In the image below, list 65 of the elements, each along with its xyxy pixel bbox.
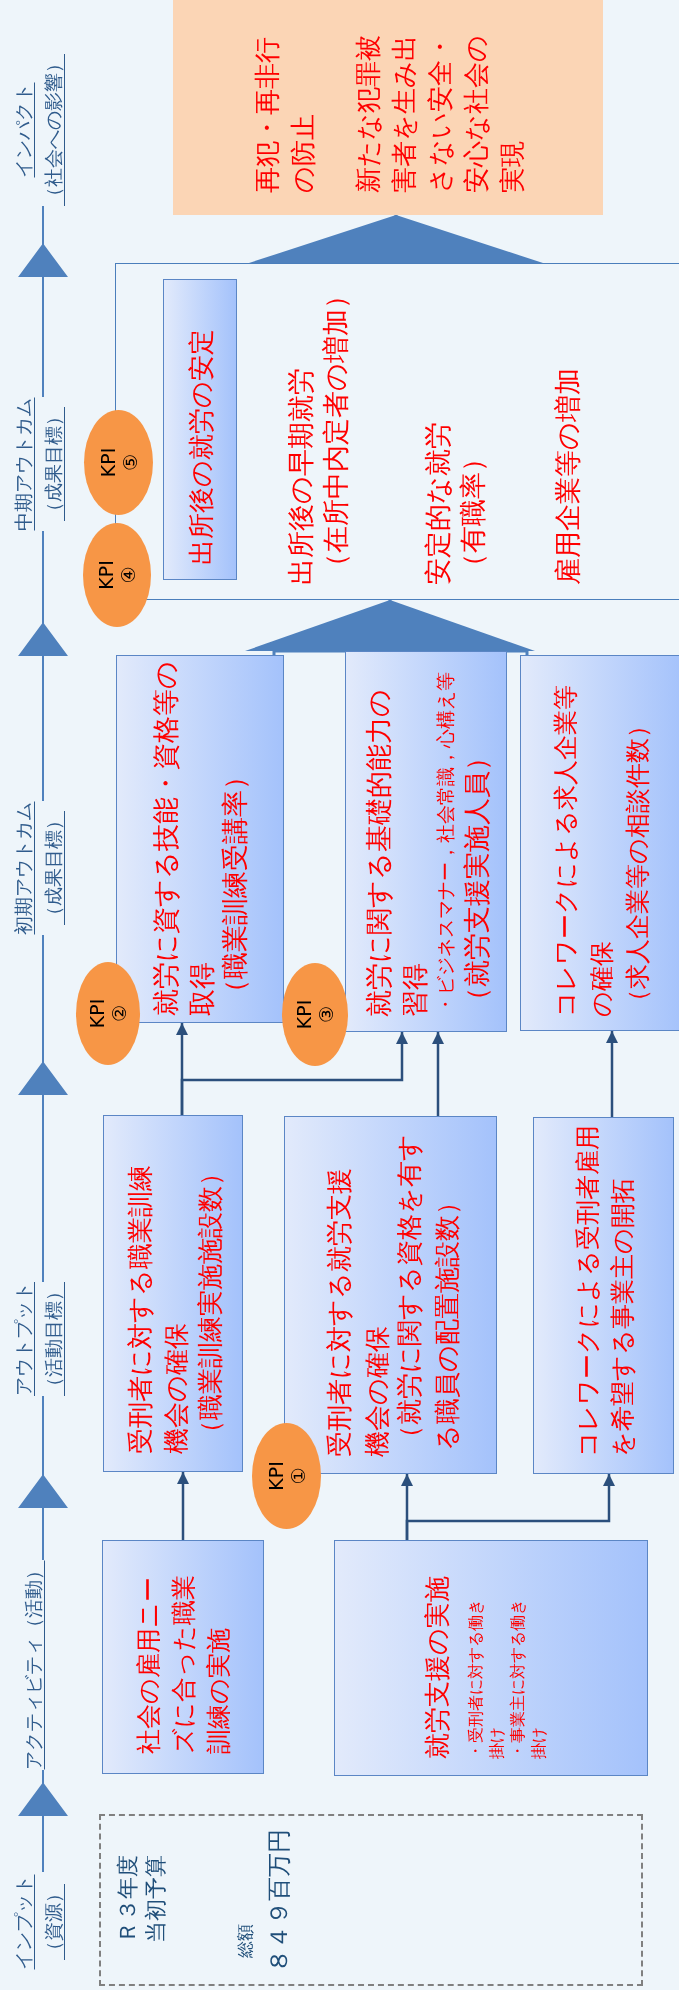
stage-label: アウトプット	[11, 1282, 35, 1396]
node-text: （職業訓練受講率）	[218, 763, 251, 1006]
arrow	[432, 1032, 444, 1116]
kpi-label: KPI ①	[264, 1460, 309, 1493]
node-text: 総額	[234, 1924, 256, 1958]
kpi-label: KPI ③	[293, 998, 337, 1032]
node-text: ・ビジネスマナー，社会常識，心構え等	[433, 672, 457, 1014]
stage-label: アクティビティ（活動）	[21, 1560, 45, 1770]
process-box	[533, 1117, 674, 1474]
node-text: 安定的な就労	[421, 422, 454, 585]
node-text: 出所後の早期就労	[284, 368, 317, 585]
process-box	[102, 1540, 264, 1774]
stage-label: インプット	[11, 1874, 35, 1970]
process-box	[334, 1540, 648, 1776]
flow-arrow	[19, 934, 67, 1283]
flow-arrow	[19, 530, 67, 802]
kpi-label: KPI ⑤	[96, 446, 141, 480]
flow-arrow	[249, 213, 543, 265]
arrow	[177, 1472, 189, 1540]
node-text: （就労に関する資格を有する職員の配置施設数）	[393, 1133, 463, 1451]
node-text: ・受刑者に対する働き掛け	[465, 1598, 507, 1759]
node-text: 新たな犯罪被害者を生み出さない安全・安心な社会の実現	[352, 33, 528, 193]
node-text: 就労に関する基礎的能力の習得	[362, 688, 431, 1017]
node-text: 就労に資する技能・資格等の取得	[149, 660, 218, 1016]
node-text: （職業訓練実施施設数）	[194, 1160, 226, 1446]
node-text: （在所中内定者の増加）	[319, 282, 352, 580]
impact-box	[173, 0, 603, 215]
node-text: コレワークによる求人企業等の確保	[550, 684, 617, 1017]
node-text: 雇用企業等の増加	[551, 368, 584, 585]
node-text: 就労支援の実施	[421, 1576, 453, 1759]
stage-label: （資源）	[41, 1884, 65, 1960]
node-text: コレワークによる受刑者雇用を希望する事業主の開拓	[572, 1124, 638, 1457]
arrow	[606, 1031, 618, 1117]
node-text: 出所後の就労の安定	[185, 329, 217, 565]
stage-label: （成果目標）	[41, 407, 65, 521]
stage-label: （社会への影響）	[41, 54, 65, 206]
flow-arrow	[19, 1769, 67, 1873]
kpi-label: KPI ②	[86, 997, 130, 1031]
stage-label: （成果目標）	[41, 811, 65, 925]
node-text: ・事業主に対する働き掛け	[507, 1598, 549, 1759]
flow-arrow	[19, 205, 67, 398]
arrow	[180, 1032, 408, 1115]
process-box	[520, 655, 679, 1031]
node-text: 受刑者に対する職業訓練機会の確保	[124, 1164, 192, 1454]
node-text: Ｒ３年度	[114, 1855, 141, 1943]
stage-label: インパクト	[11, 82, 35, 178]
flow-arrow	[19, 1395, 67, 1561]
node-text: 再犯・再非行の防止	[251, 36, 319, 193]
process-box	[103, 1115, 243, 1472]
kpi-label: KPI ④	[95, 559, 139, 592]
node-text: （就労支援実施人員）	[460, 744, 493, 1014]
node-text: （有職率）	[456, 445, 489, 580]
node-text: 当初予算	[142, 1855, 169, 1943]
flow-arrow	[245, 598, 535, 657]
process-box	[345, 651, 507, 1032]
arrow	[405, 1474, 615, 1540]
stage-label: 中期アウトカム	[11, 397, 35, 531]
node-text: 受刑者に対する就労支援機会の確保	[323, 1167, 393, 1457]
node-text: ８４９百万円	[264, 1829, 294, 1973]
process-box	[163, 279, 237, 580]
node-text: （求人企業等の相談件数）	[622, 713, 653, 1014]
stage-label: （活動目標）	[41, 1282, 65, 1396]
stage-label: 初期アウトカム	[11, 801, 35, 935]
resource-box	[99, 1814, 643, 1986]
node-text: 社会の雇用ニーズに合った職業訓練の実施	[133, 1574, 234, 1754]
